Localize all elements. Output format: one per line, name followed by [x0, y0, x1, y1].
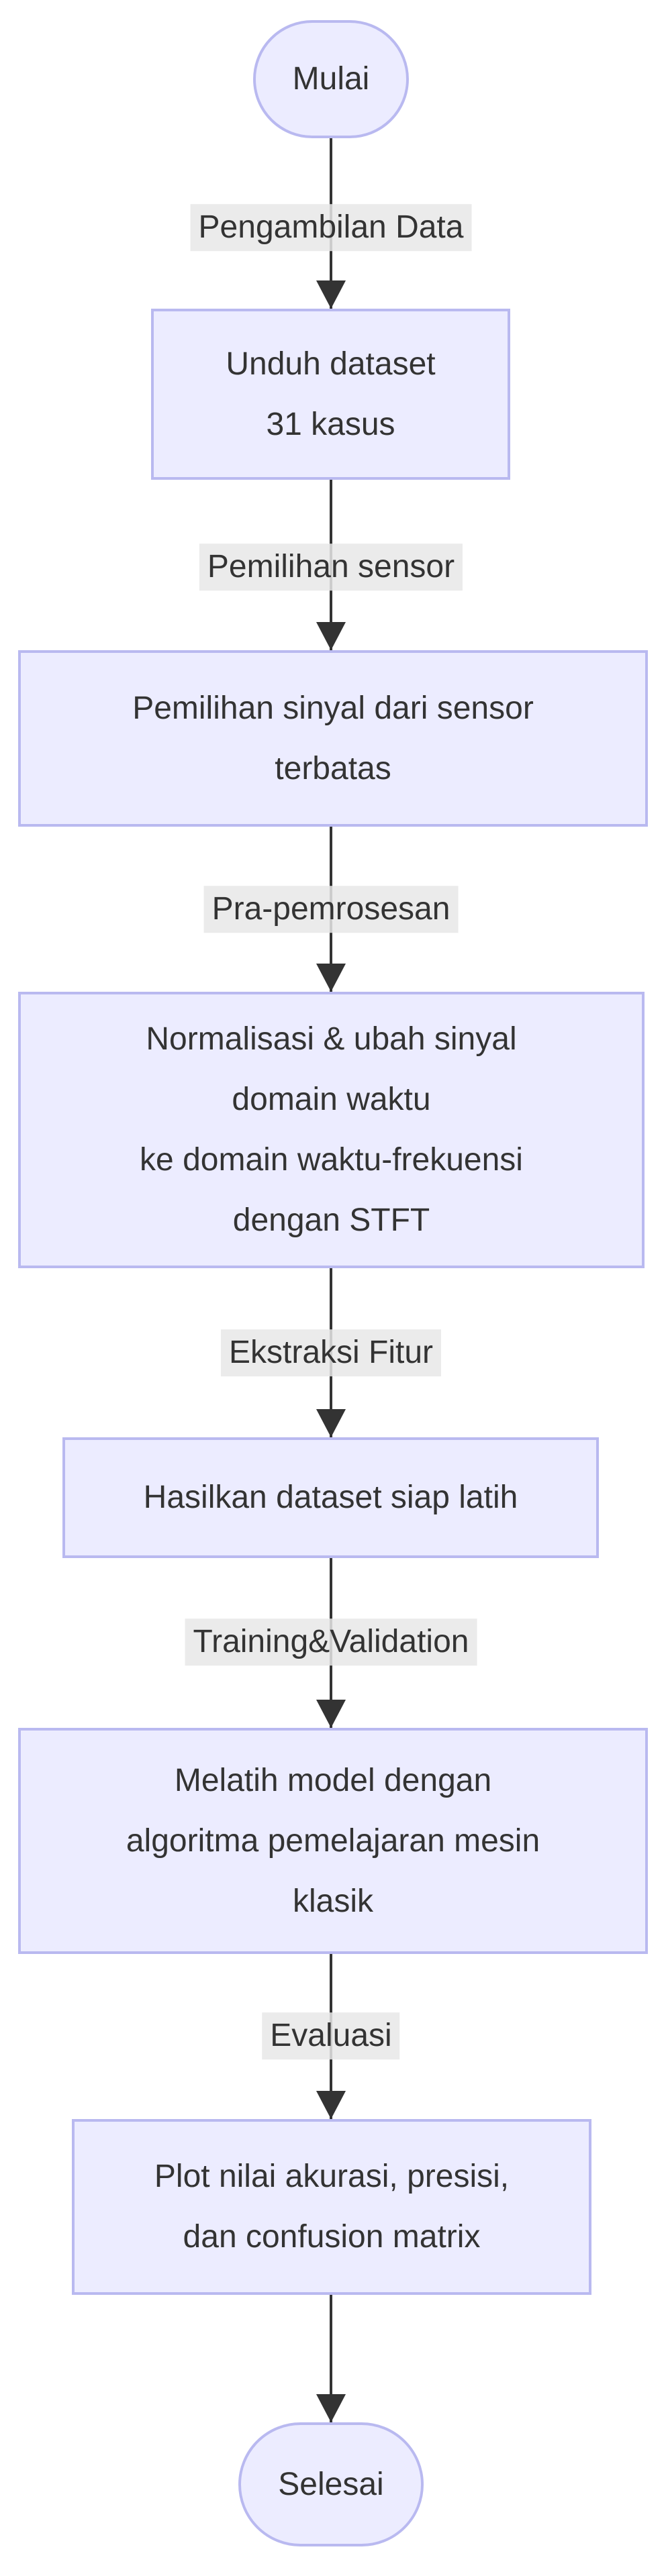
node-label-line: 31 kasus: [266, 406, 395, 442]
arrow-down-icon: [316, 2091, 346, 2119]
node-normalisasi-stft: Normalisasi & ubah sinyal domain waktu k…: [18, 992, 645, 1268]
node-hasilkan-dataset: Hasilkan dataset siap latih: [62, 1437, 599, 1558]
edge-label-pengambilan-data: Pengambilan Data: [190, 204, 472, 251]
node-melatih-model: Melatih model dengan algoritma pemelajar…: [18, 1728, 648, 1954]
node-label-line: Plot nilai akurasi, presisi,: [154, 2159, 510, 2194]
arrow-down-icon: [316, 622, 346, 650]
node-pemilihan-sinyal: Pemilihan sinyal dari sensor terbatas: [18, 650, 648, 827]
node-label-line: Melatih model dengan: [174, 1762, 492, 1798]
edge-label-pemilihan-sensor: Pemilihan sensor: [199, 544, 463, 590]
node-label-line: Normalisasi & ubah sinyal: [146, 1021, 517, 1057]
edge-label-evaluasi: Evaluasi: [262, 2012, 400, 2059]
edge-label-training-validation: Training&Validation: [185, 1618, 477, 1665]
node-mulai: Mulai: [253, 20, 409, 138]
node-label-line: terbatas: [275, 750, 391, 786]
node-unduh-dataset: Unduh dataset 31 kasus: [151, 309, 510, 480]
node-label-line: Hasilkan dataset siap latih: [143, 1480, 518, 1515]
edge-label-ekstraksi-fitur: Ekstraksi Fitur: [220, 1329, 442, 1376]
arrow-down-icon: [316, 2394, 346, 2422]
node-label: Selesai: [278, 2466, 384, 2502]
node-label-line: Pemilihan sinyal dari sensor: [132, 690, 534, 726]
arrow-down-icon: [316, 1409, 346, 1437]
node-label-line: Unduh dataset: [226, 346, 436, 382]
node-label-line: ke domain waktu-frekuensi: [140, 1142, 523, 1178]
arrow-down-icon: [316, 1700, 346, 1728]
node-plot-evaluasi: Plot nilai akurasi, presisi, dan confusi…: [72, 2119, 591, 2295]
node-label-line: klasik: [292, 1883, 374, 1919]
node-selesai: Selesai: [238, 2422, 424, 2546]
node-label-line: dan confusion matrix: [183, 2219, 481, 2255]
node-label-line: domain waktu: [232, 1082, 431, 1117]
node-label: Mulai: [292, 61, 370, 97]
node-label-line: algoritma pemelajaran mesin: [126, 1822, 540, 1859]
arrow-down-icon: [316, 280, 346, 309]
edge-line: [330, 2295, 332, 2422]
arrow-down-icon: [316, 964, 346, 992]
node-label-line: dengan STFT: [232, 1202, 430, 1238]
edge-label-pra-pemrosesan: Pra-pemrosesan: [203, 886, 459, 933]
